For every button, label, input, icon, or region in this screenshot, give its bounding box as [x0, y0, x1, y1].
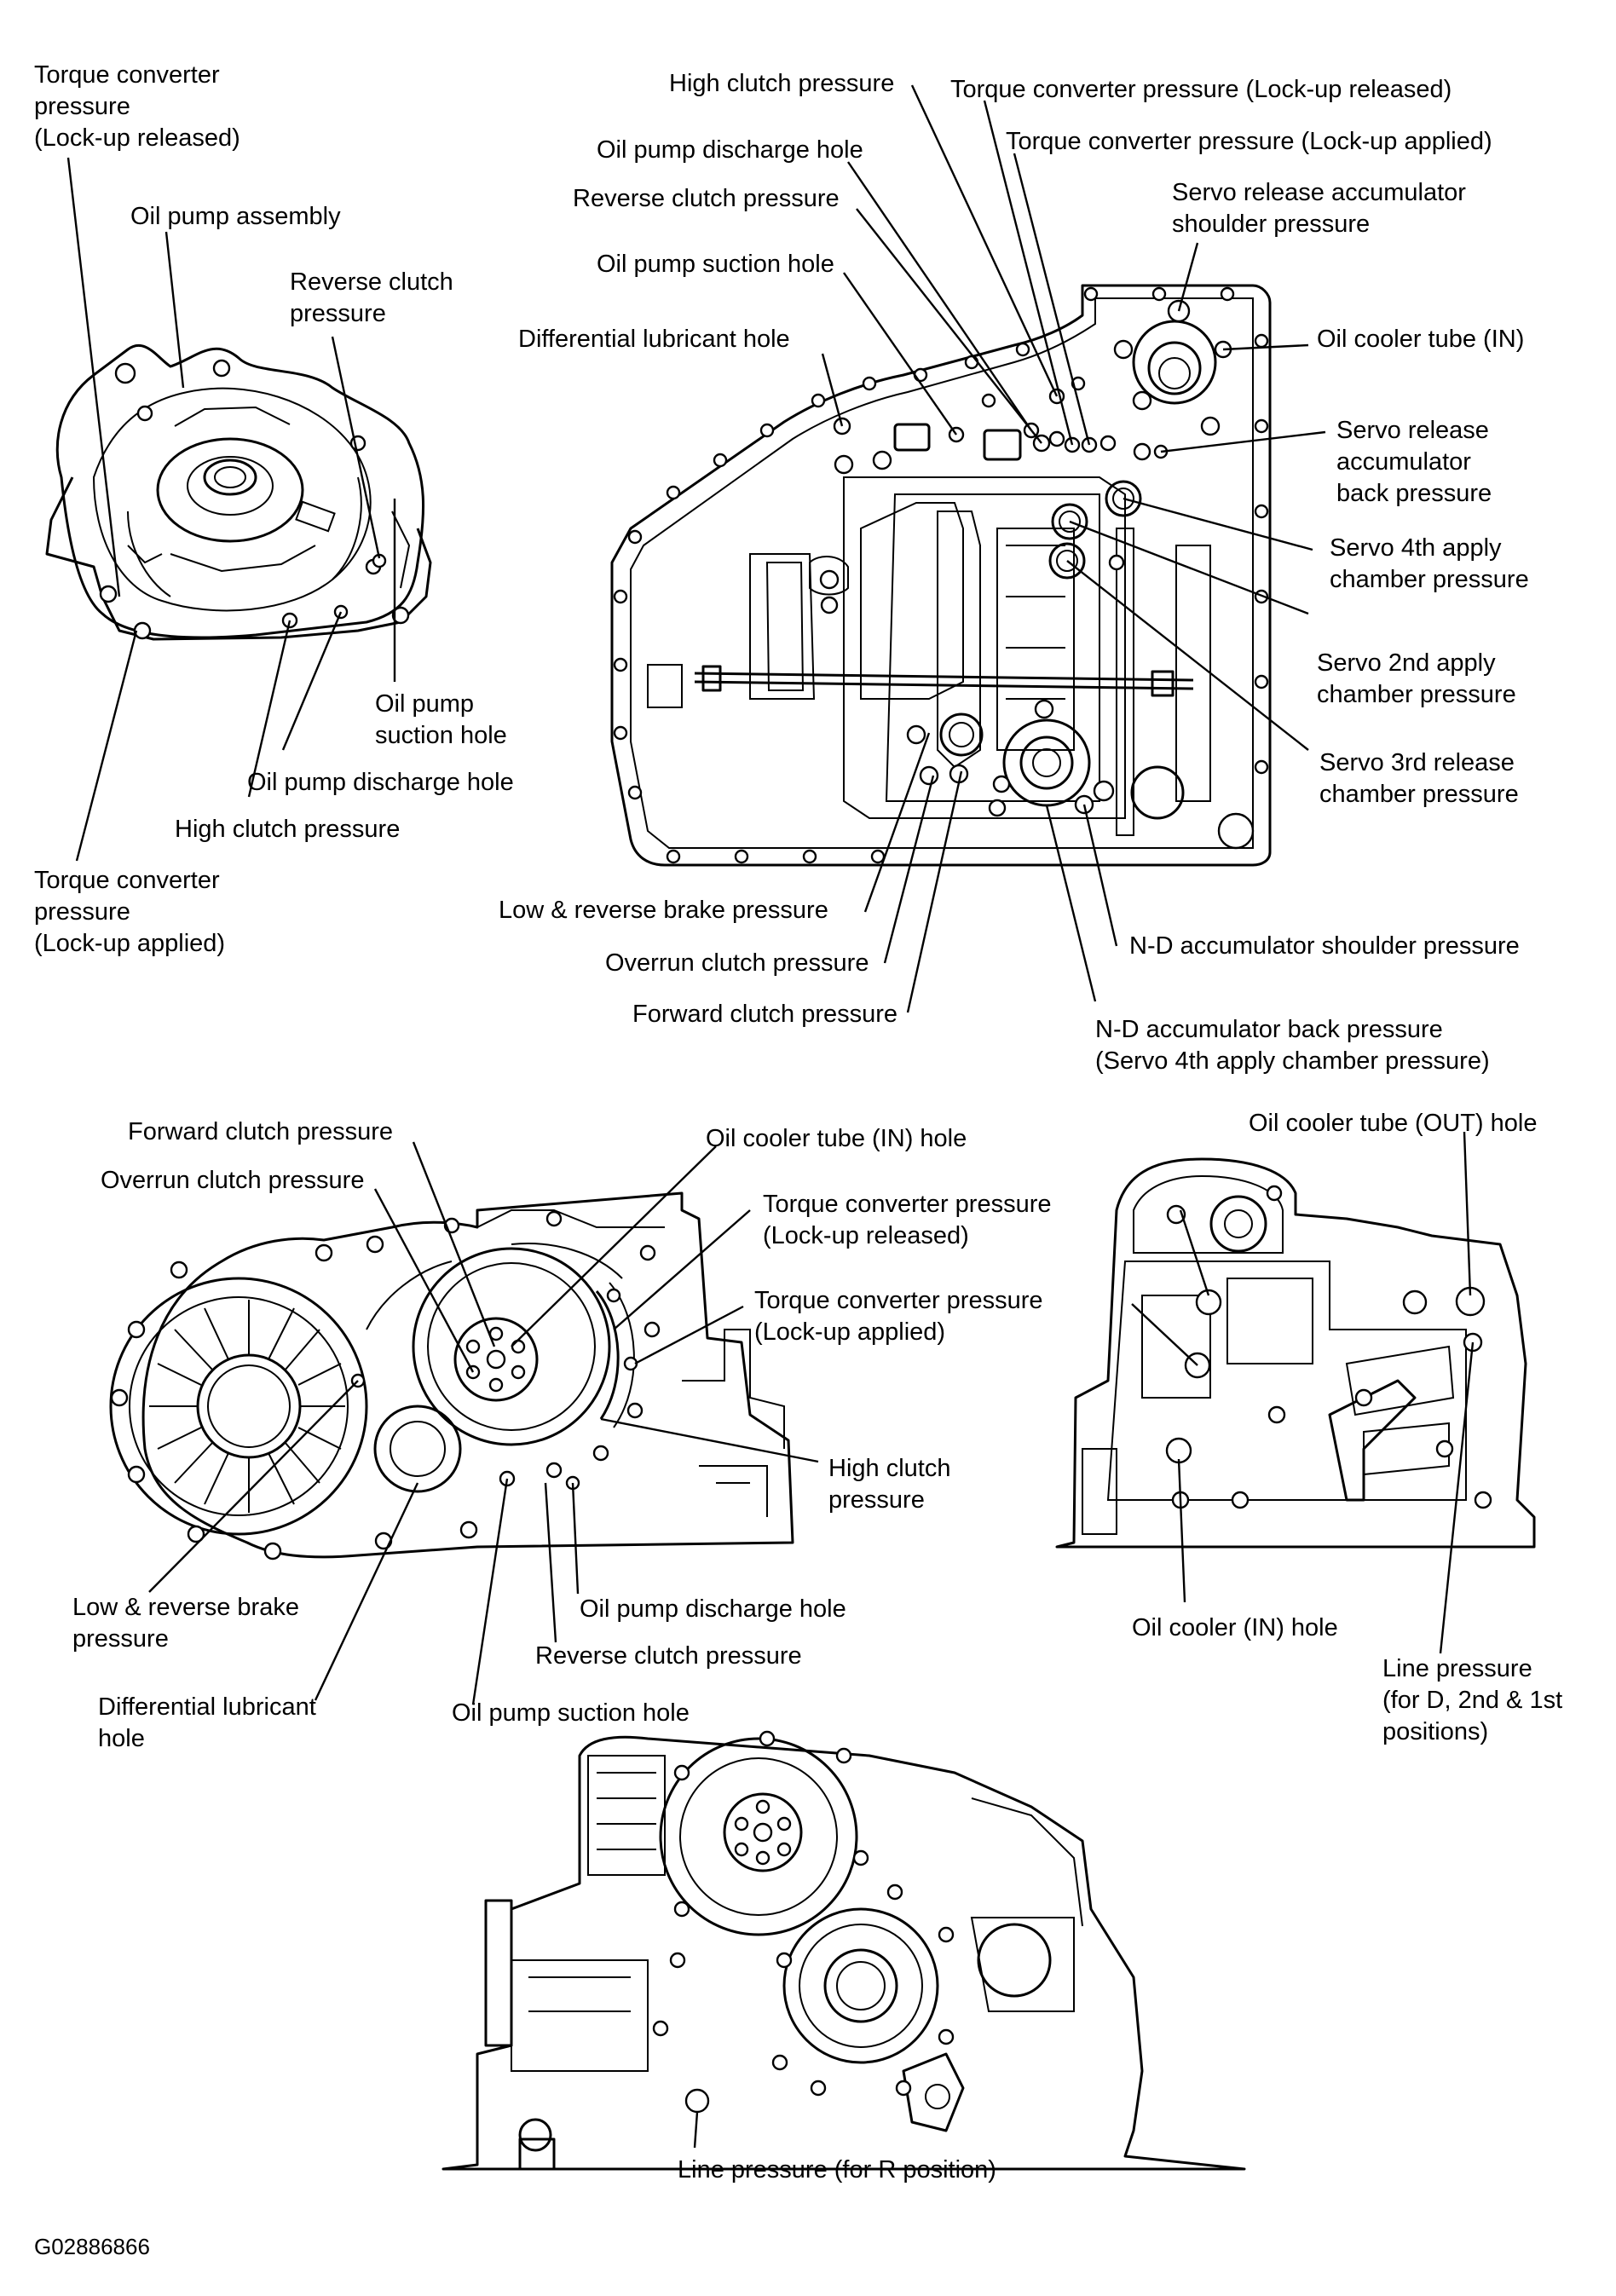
label-text: Torque converter pressure (Lock-up relea… [34, 61, 240, 152]
figure-code-text: G02886866 [34, 2234, 150, 2259]
label-text: Reverse clutch pressure [290, 268, 453, 327]
label-text: N-D accumulator shoulder pressure [1129, 932, 1520, 960]
label-discharge-hole-housing: Oil pump discharge hole [580, 1594, 846, 1625]
label-tc-applied-case: Torque converter pressure (Lock-up appli… [1006, 126, 1492, 158]
label-tc-released-case: Torque converter pressure (Lock-up relea… [950, 74, 1452, 106]
label-servo-3rd-release: Servo 3rd release chamber pressure [1319, 747, 1519, 811]
label-text: Oil cooler tube (OUT) hole [1249, 1110, 1538, 1137]
label-text: Oil cooler (IN) hole [1132, 1614, 1338, 1641]
label-text: N-D accumulator back pressure (Servo 4th… [1095, 1016, 1490, 1075]
label-high-clutch-case: High clutch pressure [669, 68, 894, 100]
label-text: Oil pump discharge hole [597, 136, 863, 164]
label-cooler-in-hole-housing: Oil cooler tube (IN) hole [706, 1123, 967, 1155]
leader-lines [66, 84, 1475, 2149]
case-rear-side-drawing [442, 1730, 1246, 2171]
label-text: Line pressure (for D, 2nd & 1st position… [1382, 1655, 1563, 1745]
label-tc-applied-pump: Torque converter pressure (Lock-up appli… [34, 865, 225, 960]
label-high-clutch-pump: High clutch pressure [175, 814, 400, 845]
label-forward-clutch-case: Forward clutch pressure [632, 999, 897, 1030]
label-text: Oil cooler tube (IN) hole [706, 1125, 967, 1152]
label-text: Reverse clutch pressure [535, 1642, 802, 1670]
label-text: Reverse clutch pressure [573, 185, 840, 212]
label-diff-lube-case: Differential lubricant hole [518, 324, 790, 355]
label-low-reverse-brake-case: Low & reverse brake pressure [499, 895, 828, 926]
label-text: Overrun clutch pressure [101, 1167, 365, 1194]
label-text: Oil pump assembly [130, 203, 341, 230]
label-cooler-in-case: Oil cooler tube (IN) [1317, 324, 1524, 355]
label-text: Servo release accumulator shoulder press… [1172, 179, 1466, 238]
label-tc-released-housing: Torque converter pressure (Lock-up relea… [763, 1189, 1052, 1252]
label-text: Line pressure (for R position) [678, 2156, 996, 2184]
label-servo-4th-apply: Servo 4th apply chamber pressure [1330, 533, 1529, 596]
label-reverse-clutch-pump: Reverse clutch pressure [290, 267, 453, 330]
label-text: Servo 4th apply chamber pressure [1330, 534, 1529, 593]
label-reverse-clutch-case: Reverse clutch pressure [573, 183, 840, 215]
label-text: Torque converter pressure (Lock-up appli… [754, 1287, 1043, 1346]
label-suction-hole-pump: Oil pump suction hole [375, 689, 507, 752]
label-discharge-hole-pump: Oil pump discharge hole [247, 767, 514, 799]
label-text: Torque converter pressure (Lock-up relea… [950, 76, 1452, 103]
label-text: High clutch pressure [175, 816, 401, 843]
figure-code: G02886866 [34, 2231, 150, 2263]
label-text: Oil pump discharge hole [580, 1595, 846, 1623]
label-suction-hole-case: Oil pump suction hole [597, 249, 834, 280]
label-tc-released-pump: Torque converter pressure (Lock-up relea… [34, 60, 240, 154]
label-suction-hole-housing: Oil pump suction hole [452, 1698, 690, 1729]
label-nd-back: N-D accumulator back pressure (Servo 4th… [1095, 1014, 1490, 1077]
label-text: Forward clutch pressure [632, 1001, 898, 1028]
case-top-side-drawing [1055, 1157, 1536, 1549]
label-text: Servo 3rd release chamber pressure [1319, 749, 1519, 808]
label-diff-lube-housing: Differential lubricant hole [98, 1692, 316, 1755]
label-servo-release-back: Servo release accumulator back pressure [1336, 415, 1492, 510]
label-text: Differential lubricant hole [98, 1693, 316, 1752]
label-text: Differential lubricant hole [518, 326, 790, 353]
label-reverse-clutch-housing: Reverse clutch pressure [535, 1641, 802, 1672]
label-text: Oil pump suction hole [375, 690, 507, 749]
label-servo-2nd-apply: Servo 2nd apply chamber pressure [1317, 648, 1516, 711]
label-text: High clutch pressure [669, 70, 895, 97]
label-tc-applied-housing: Torque converter pressure (Lock-up appli… [754, 1285, 1043, 1348]
label-servo-release-shoulder: Servo release accumulator shoulder press… [1172, 177, 1466, 240]
label-text: Torque converter pressure (Lock-up appli… [34, 867, 226, 957]
label-line-pressure-r: Line pressure (for R position) [678, 2155, 996, 2186]
label-text: Oil cooler tube (IN) [1317, 326, 1525, 353]
label-line-pressure-d: Line pressure (for D, 2nd & 1st position… [1382, 1653, 1562, 1748]
converter-housing-drawing [109, 1191, 794, 1560]
label-text: Low & reverse brake pressure [72, 1594, 299, 1653]
label-discharge-hole-case: Oil pump discharge hole [597, 135, 863, 166]
label-overrun-clutch-case: Overrun clutch pressure [605, 948, 869, 979]
label-cooler-out-hole: Oil cooler tube (OUT) hole [1249, 1108, 1537, 1139]
transmission-case-valve-body-drawing [610, 284, 1272, 867]
label-text: Servo 2nd apply chamber pressure [1317, 649, 1516, 708]
label-low-reverse-brake-housing: Low & reverse brake pressure [72, 1592, 299, 1655]
label-text: Servo release accumulator back pressure [1336, 417, 1492, 507]
label-oil-pump-assembly: Oil pump assembly [130, 201, 341, 233]
label-forward-clutch-housing: Forward clutch pressure [128, 1116, 393, 1148]
label-text: Oil pump suction hole [452, 1699, 690, 1727]
label-text: Overrun clutch pressure [605, 949, 869, 977]
label-text: Oil pump discharge hole [247, 769, 514, 796]
label-text: Forward clutch pressure [128, 1118, 394, 1145]
label-cooler-in-hole-top: Oil cooler (IN) hole [1132, 1612, 1338, 1644]
label-nd-shoulder: N-D accumulator shoulder pressure [1129, 931, 1520, 962]
label-overrun-clutch-housing: Overrun clutch pressure [101, 1165, 364, 1197]
label-text: High clutch pressure [828, 1455, 951, 1514]
label-text: Torque converter pressure (Lock-up appli… [1006, 128, 1492, 155]
label-text: Oil pump suction hole [597, 251, 834, 278]
label-text: Low & reverse brake pressure [499, 897, 828, 924]
label-high-clutch-housing: High clutch pressure [828, 1453, 950, 1516]
oil-pump-assembly-drawing [45, 343, 432, 641]
label-text: Torque converter pressure (Lock-up relea… [763, 1191, 1052, 1249]
